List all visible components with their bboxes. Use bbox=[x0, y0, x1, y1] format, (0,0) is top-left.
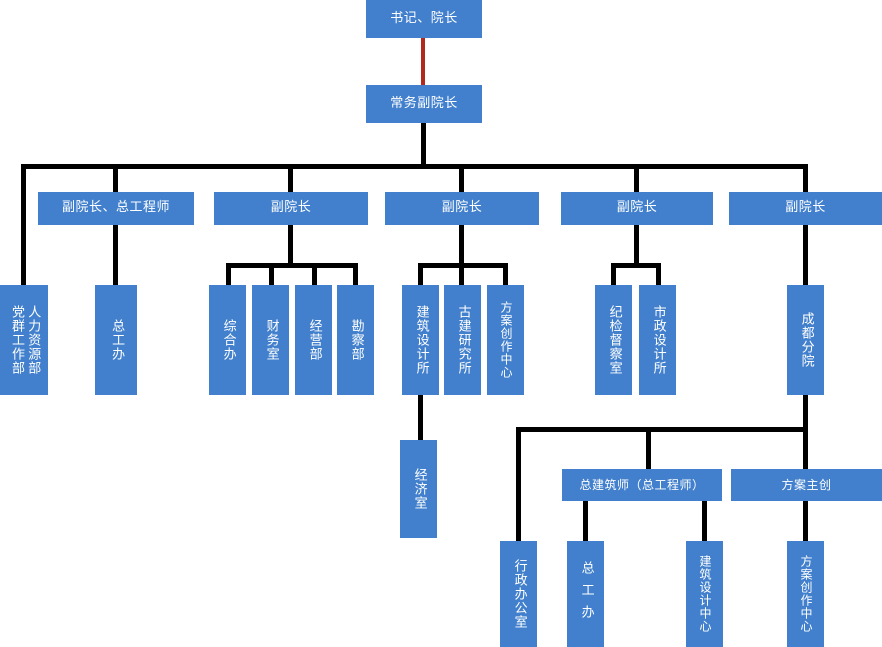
connector-branch2-bus bbox=[226, 263, 358, 268]
node-deputy-president-chief-engineer[interactable]: 副院长、总工程师 bbox=[38, 192, 194, 225]
connector-branch4-drop-2 bbox=[656, 263, 661, 285]
node-ancient-architecture-research-institute[interactable]: 古建研究所 bbox=[444, 285, 481, 395]
connector-chengdu-sub-bus bbox=[516, 427, 808, 432]
connector-exec-deputy-stem bbox=[421, 123, 426, 167]
node-finance-office[interactable]: 财务室 bbox=[252, 285, 289, 395]
connector-chief-architect-drop-1 bbox=[583, 501, 588, 541]
node-chief-architect[interactable]: 总建筑师（总工程师） bbox=[562, 469, 722, 501]
connector-branch3-drop-1 bbox=[418, 263, 423, 285]
connector-bus-drop-2 bbox=[288, 164, 293, 192]
connector-branch1-stem bbox=[113, 225, 118, 285]
node-municipal-design-institute[interactable]: 市政设计所 bbox=[639, 285, 676, 395]
node-scheme-creation-center[interactable]: 方案创作中心 bbox=[487, 285, 524, 395]
connector-chengdu-drop-admin bbox=[516, 427, 521, 541]
connector-branch2-drop-3 bbox=[312, 263, 317, 285]
connector-main-bus bbox=[21, 164, 807, 169]
connector-branch2-drop-4 bbox=[353, 263, 358, 285]
connector-branch4-stem bbox=[634, 225, 639, 265]
node-deputy-president-3[interactable]: 副院长 bbox=[385, 192, 539, 225]
node-chief-engineer-office[interactable]: 总工办 bbox=[95, 285, 137, 395]
connector-bus-drop-3 bbox=[459, 164, 464, 192]
node-operations-department[interactable]: 经营部 bbox=[295, 285, 332, 395]
node-party-work-department-label: 党群工作部 bbox=[9, 305, 24, 375]
node-executive-deputy-president[interactable]: 常务副院长 bbox=[366, 85, 482, 123]
node-deputy-president-2[interactable]: 副院长 bbox=[214, 192, 368, 225]
connector-bus-drop-party bbox=[21, 164, 26, 285]
connector-top-to-exec-deputy bbox=[421, 38, 425, 85]
connector-branch3-drop-2 bbox=[459, 263, 464, 285]
node-architectural-design-institute[interactable]: 建筑设计所 bbox=[402, 285, 439, 395]
node-survey-department[interactable]: 勘察部 bbox=[337, 285, 374, 395]
node-economics-office[interactable]: 经济室 bbox=[400, 440, 437, 538]
node-deputy-president-4[interactable]: 副院长 bbox=[561, 192, 713, 225]
connector-economics-office-stem bbox=[418, 395, 423, 440]
connector-branch4-drop-1 bbox=[611, 263, 616, 285]
connector-branch4-bus bbox=[611, 263, 661, 268]
node-secretary-president[interactable]: 书记、院长 bbox=[366, 0, 482, 38]
connector-branch3-drop-3 bbox=[503, 263, 508, 285]
connector-chief-architect-drop-2 bbox=[702, 501, 707, 541]
node-hr-department-label: 人力资源部 bbox=[25, 305, 41, 375]
connector-branch5-stem bbox=[803, 225, 808, 285]
node-scheme-lead[interactable]: 方案主创 bbox=[731, 469, 882, 501]
node-chengdu-scheme-creation-center[interactable]: 方案创作中心 bbox=[787, 541, 824, 647]
connector-chengdu-stem-down bbox=[803, 395, 808, 430]
node-discipline-inspection-office[interactable]: 纪检督察室 bbox=[595, 285, 632, 395]
node-architectural-design-center[interactable]: 建筑设计中心 bbox=[686, 541, 723, 647]
connector-bus-drop-4 bbox=[634, 164, 639, 192]
node-hr-and-party-department[interactable]: 党群工作部 人力资源部 bbox=[0, 285, 48, 395]
connector-branch2-drop-1 bbox=[226, 263, 231, 285]
connector-branch3-stem bbox=[459, 225, 464, 265]
node-general-affairs-office[interactable]: 综合办 bbox=[209, 285, 246, 395]
connector-chengdu-drop-scheme-lead bbox=[803, 427, 808, 469]
node-deputy-president-5[interactable]: 副院长 bbox=[729, 192, 882, 225]
node-administrative-office[interactable]: 行政办公室 bbox=[500, 541, 537, 647]
connector-branch2-drop-2 bbox=[269, 263, 274, 285]
node-chengdu-branch[interactable]: 成都分院 bbox=[787, 285, 824, 395]
connector-bus-drop-1 bbox=[113, 164, 118, 192]
connector-chengdu-drop-chief-architect bbox=[646, 427, 651, 469]
connector-scheme-lead-drop bbox=[803, 501, 808, 541]
node-chengdu-chief-engineer-office[interactable]: 总工办 bbox=[567, 541, 604, 647]
connector-bus-drop-5 bbox=[803, 164, 808, 192]
connector-branch2-stem bbox=[288, 225, 293, 265]
